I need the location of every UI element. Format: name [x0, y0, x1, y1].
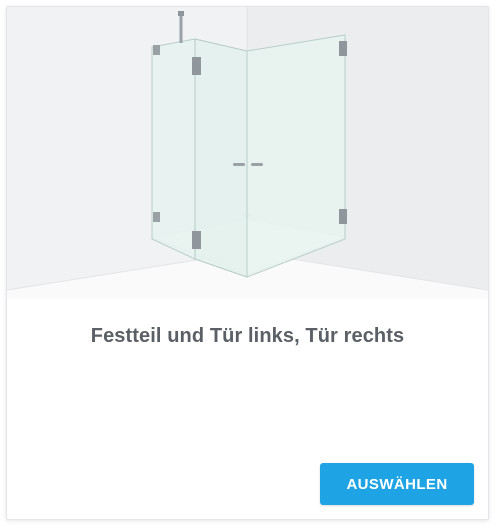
select-button[interactable]: AUSWÄHLEN	[320, 463, 474, 505]
product-title: Festteil und Tür links, Tür rechts	[90, 325, 405, 347]
shower-illustration	[7, 7, 488, 299]
product-card: Festteil und Tür links, Tür rechts AUSWÄ…	[6, 6, 489, 520]
glass-shower-enclosure-icon	[7, 7, 488, 299]
